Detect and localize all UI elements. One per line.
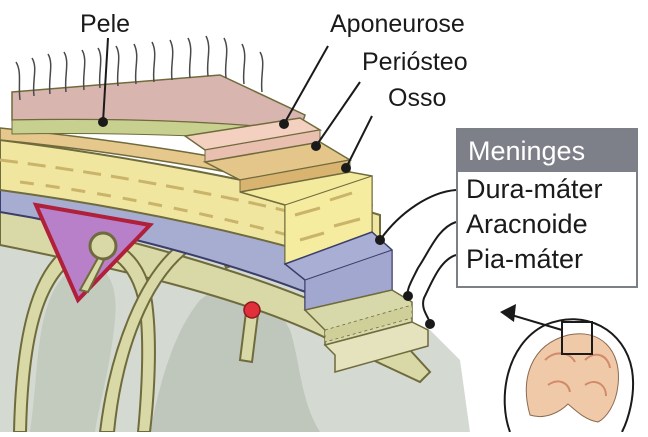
label-pele: Pele — [80, 12, 130, 37]
legend-item-aracnoide: Aracnoide — [458, 207, 636, 242]
meninges-legend: Meninges Dura-máter Aracnoide Pia-máter — [456, 128, 638, 288]
legend-item-pia: Pia-máter — [458, 242, 636, 277]
arachnoid-granulation — [90, 233, 116, 259]
label-osso: Osso — [388, 86, 446, 111]
head-inset — [500, 304, 633, 432]
label-periosteo: Periósteo — [362, 50, 468, 75]
arrow-icon — [500, 304, 516, 322]
label-aponeurose: Aponeurose — [330, 12, 465, 37]
legend-item-dura: Dura-máter — [458, 172, 636, 207]
meninges-title: Meninges — [458, 130, 636, 172]
blood-vessel — [244, 302, 260, 318]
